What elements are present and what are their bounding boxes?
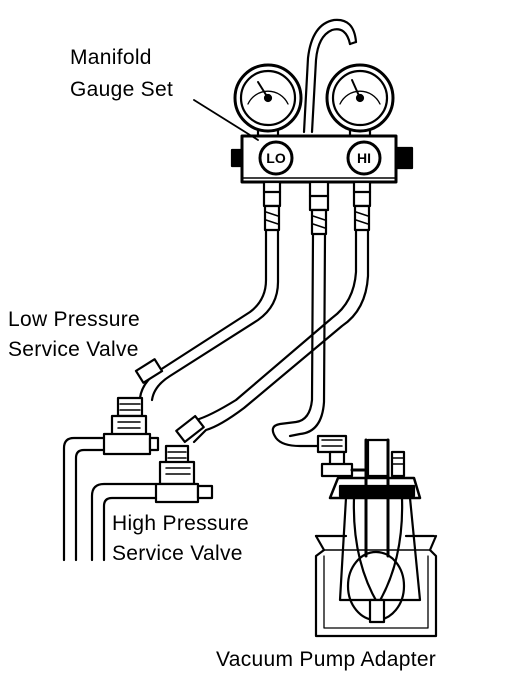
- high-gauge-marking: HI: [357, 150, 371, 166]
- low-pressure-label-line2: Service Valve: [8, 338, 139, 361]
- high-pressure-service-valve: [154, 444, 214, 504]
- low-side-hose: [134, 228, 280, 402]
- high-side-refrigerant-line: [90, 482, 158, 562]
- low-gauge-marking: LO: [266, 150, 286, 166]
- high-side-hose: [175, 228, 370, 444]
- high-pressure-label-line1: High Pressure: [112, 512, 249, 535]
- low-pressure-gauge: [233, 63, 303, 140]
- low-side-refrigerant-line: [62, 436, 106, 562]
- manifold-body: [230, 134, 414, 184]
- low-pressure-service-valve: [102, 396, 160, 456]
- high-pressure-label-line2: Service Valve: [112, 542, 243, 565]
- low-pressure-label-line1: Low Pressure: [8, 308, 140, 331]
- vacuum-pump-adapter-label: Vacuum Pump Adapter: [216, 648, 437, 671]
- vacuum-pump-adapter: [314, 434, 438, 638]
- manifold-hanger-hook: [302, 18, 358, 134]
- manifold-ports: [262, 180, 372, 236]
- manifold-gauge-set-label-line2: Gauge Set: [70, 78, 174, 101]
- high-pressure-gauge: [325, 63, 395, 140]
- manifold-gauge-set-label-line1: Manifold: [70, 46, 152, 69]
- manifold-leader-line: [193, 99, 259, 141]
- center-vacuum-hose: [271, 232, 327, 448]
